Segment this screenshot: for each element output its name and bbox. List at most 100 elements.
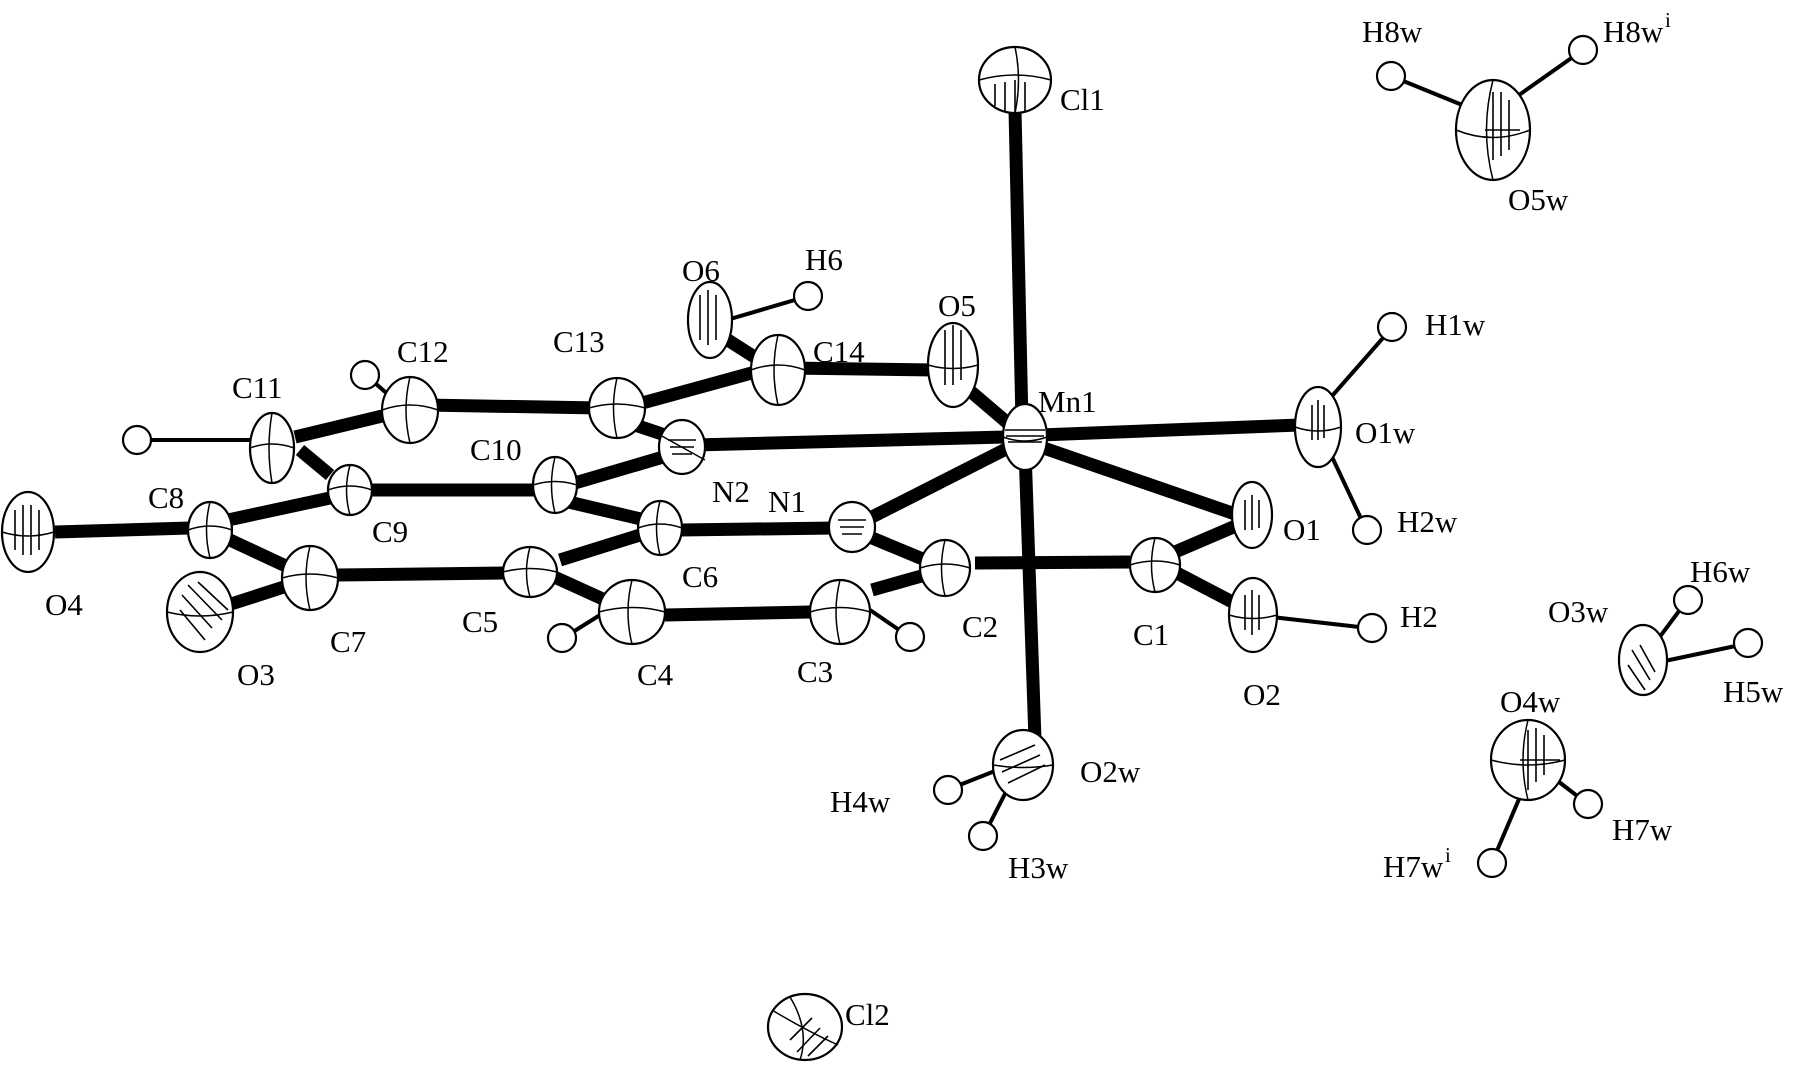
atom-c1 bbox=[1128, 536, 1182, 594]
label-o1: O1 bbox=[1283, 512, 1321, 547]
label-o2: O2 bbox=[1243, 677, 1281, 712]
atom-c11 bbox=[248, 411, 296, 485]
atom-c3 bbox=[808, 578, 872, 646]
label-c13: C13 bbox=[553, 324, 605, 359]
label-h8wi: H8w bbox=[1603, 14, 1664, 49]
atom-h6 bbox=[792, 280, 824, 312]
atom-cl2 bbox=[766, 992, 844, 1062]
label-o5: O5 bbox=[938, 288, 976, 323]
label-o4w: O4w bbox=[1500, 684, 1561, 719]
label-c14: C14 bbox=[813, 334, 865, 369]
atom-n2 bbox=[657, 418, 707, 476]
atom-c12 bbox=[380, 375, 440, 445]
label-h7wi-sup: i bbox=[1445, 843, 1451, 867]
atom-o2 bbox=[1227, 576, 1279, 654]
bond-c7-c5 bbox=[337, 566, 506, 582]
bond-c12-c13 bbox=[424, 398, 601, 415]
label-n2: N2 bbox=[712, 474, 750, 509]
bond-mn1-o1w bbox=[1039, 418, 1301, 442]
label-h8w: H8w bbox=[1362, 14, 1423, 49]
bond-c8-o4 bbox=[54, 521, 191, 539]
bond-c1-o2 bbox=[1171, 566, 1242, 611]
atom-o3 bbox=[165, 570, 235, 654]
label-c4: C4 bbox=[637, 657, 674, 692]
label-o3w: O3w bbox=[1548, 594, 1609, 629]
bond-c11-c12 bbox=[293, 406, 397, 444]
label-h7wi: H7w bbox=[1383, 849, 1444, 884]
heavy-atoms bbox=[0, 45, 1669, 1062]
bond-c6-n1 bbox=[679, 521, 836, 537]
atom-o6 bbox=[686, 280, 734, 360]
label-h2: H2 bbox=[1400, 599, 1438, 634]
atom-c7 bbox=[280, 544, 340, 612]
label-h2w: H2w bbox=[1397, 504, 1458, 539]
label-c5: C5 bbox=[462, 604, 498, 639]
atom-c6 bbox=[636, 499, 684, 557]
label-h1w: H1w bbox=[1425, 307, 1486, 342]
bond-mn1-o1 bbox=[1032, 438, 1241, 522]
label-c6: C6 bbox=[682, 559, 718, 594]
label-mn1: Mn1 bbox=[1038, 384, 1097, 419]
atom-o5w bbox=[1454, 78, 1532, 182]
label-o4: O4 bbox=[45, 587, 83, 622]
bond-c2-c1 bbox=[974, 555, 1131, 570]
bond-mn1-cl1 bbox=[1008, 109, 1029, 423]
bond-c10-c6 bbox=[558, 493, 647, 527]
bond-c14-o5 bbox=[787, 361, 936, 377]
atom-h2 bbox=[1356, 612, 1388, 644]
atom-h2w bbox=[1351, 514, 1383, 546]
label-c9: C9 bbox=[372, 514, 408, 549]
atom-h-c3 bbox=[894, 621, 926, 653]
atom-n1 bbox=[827, 500, 877, 554]
bond-c8-c7 bbox=[227, 534, 293, 574]
atom-h7w bbox=[1572, 788, 1604, 820]
bond-c2-c3 bbox=[870, 568, 927, 597]
label-c7: C7 bbox=[330, 624, 366, 659]
atom-h4w bbox=[932, 774, 964, 806]
label-c2: C2 bbox=[962, 609, 998, 644]
atom-c4 bbox=[597, 578, 667, 646]
atom-h-c11 bbox=[121, 424, 153, 456]
label-c12: C12 bbox=[397, 334, 449, 369]
bond-c13-c14 bbox=[633, 361, 772, 412]
atom-h8wi bbox=[1567, 34, 1599, 66]
atom-h6w bbox=[1672, 584, 1704, 616]
atom-h3w bbox=[967, 820, 999, 852]
atom-h1w bbox=[1376, 311, 1408, 343]
label-c10: C10 bbox=[470, 432, 522, 467]
bond-o6-h6 bbox=[719, 295, 806, 324]
atom-c14 bbox=[749, 333, 807, 407]
bond-c7-o3 bbox=[226, 578, 292, 612]
label-cl2: Cl2 bbox=[845, 997, 890, 1032]
bond-c8-c9 bbox=[226, 491, 332, 527]
bond-c10-n2 bbox=[566, 448, 672, 492]
label-c1: C1 bbox=[1133, 617, 1169, 652]
hydrogen-atoms bbox=[121, 34, 1764, 879]
label-o3: O3 bbox=[237, 657, 275, 692]
atom-h-c12 bbox=[349, 359, 381, 391]
bond-c4-c5 bbox=[547, 569, 608, 606]
label-n1: N1 bbox=[768, 484, 806, 519]
atom-o4 bbox=[0, 490, 56, 574]
atom-c13 bbox=[587, 376, 647, 440]
atom-o5 bbox=[926, 321, 980, 409]
label-o1w: O1w bbox=[1355, 415, 1416, 450]
label-h5w: H5w bbox=[1723, 674, 1784, 709]
atom-c9 bbox=[326, 463, 374, 517]
atom-h-c4 bbox=[546, 622, 578, 654]
atom-o1 bbox=[1230, 480, 1274, 550]
label-h6w: H6w bbox=[1690, 554, 1751, 589]
bond-n1-c2 bbox=[862, 529, 928, 566]
label-h6: H6 bbox=[805, 242, 843, 277]
label-h8wi-sup: i bbox=[1665, 8, 1671, 32]
bond-o2-h2 bbox=[1262, 614, 1369, 630]
atom-o1w bbox=[1293, 385, 1343, 469]
atom-o3w bbox=[1617, 623, 1669, 697]
label-c11: C11 bbox=[232, 370, 283, 405]
thick-bonds bbox=[54, 109, 1301, 741]
atom-c5 bbox=[501, 545, 559, 599]
atom-c2 bbox=[918, 538, 972, 598]
label-h4w: H4w bbox=[830, 784, 891, 819]
bond-o3w-h5w bbox=[1659, 642, 1746, 664]
label-h3w: H3w bbox=[1008, 850, 1069, 885]
